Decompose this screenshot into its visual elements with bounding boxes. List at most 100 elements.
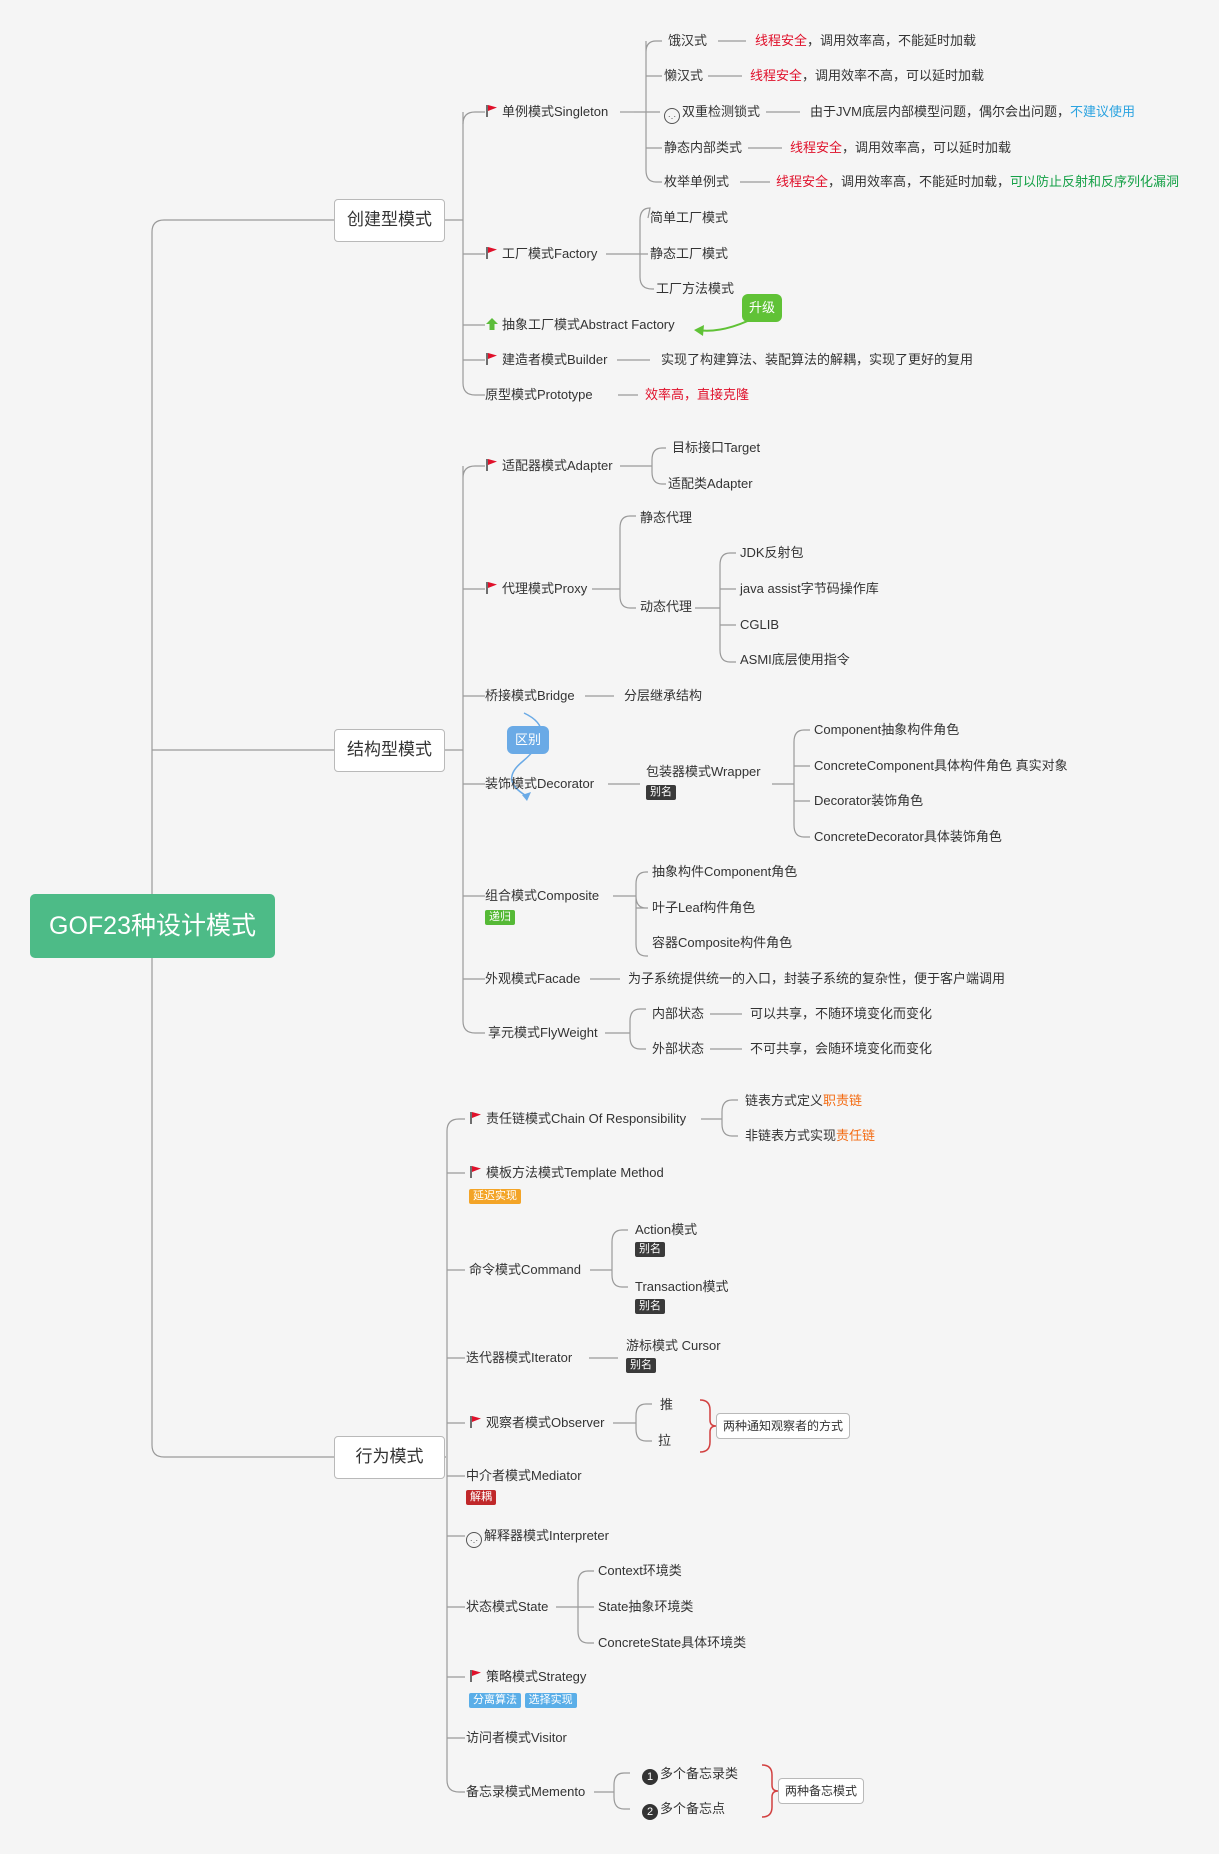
singleton-item-lazy[interactable]: 懒汉式: [664, 68, 704, 83]
state-node[interactable]: 状态模式State: [466, 1599, 549, 1614]
chain-node[interactable]: 责任链模式Chain Of Responsibility: [469, 1111, 686, 1127]
state-item-context[interactable]: Context环境类: [598, 1563, 682, 1578]
flyweight-extrinsic-desc: 不可共享，会随环境变化而变化: [750, 1041, 933, 1056]
composite-item-leaf[interactable]: 叶子Leaf构件角色: [652, 900, 756, 915]
singleton-item-dcl-desc: 由于JVM底层内部模型问题，偶尔会出问题，不建议使用: [810, 104, 1136, 119]
singleton-item-enum[interactable]: 枚举单例式: [664, 174, 730, 189]
alias-tag: 别名: [626, 1358, 656, 1373]
composite-item-container[interactable]: 容器Composite构件角色: [652, 935, 793, 950]
abstract-factory-node[interactable]: 抽象工厂模式Abstract Factory: [485, 317, 675, 333]
thinking-face-icon: ·.·: [466, 1532, 482, 1548]
command-item-transaction[interactable]: Transaction模式 别名: [635, 1279, 729, 1314]
memento-note[interactable]: 两种备忘模式: [778, 1778, 865, 1804]
separate-algorithm-tag: 分离算法: [469, 1693, 521, 1708]
decorator-item-concrete-component[interactable]: ConcreteComponent具体构件角色 真实对象: [814, 758, 1068, 773]
proxy-dynamic[interactable]: 动态代理: [640, 599, 693, 614]
singleton-item-dcl[interactable]: ·.·双重检测锁式: [664, 104, 760, 124]
creational-node[interactable]: 创建型模式: [334, 199, 445, 242]
decorator-item-component[interactable]: Component抽象构件角色: [814, 722, 960, 737]
command-item-action[interactable]: Action模式 别名: [635, 1222, 698, 1257]
proxy-dynamic-cglib[interactable]: CGLIB: [740, 617, 780, 632]
factory-node[interactable]: 工厂模式Factory: [485, 246, 597, 262]
deferred-tag: 延迟实现: [469, 1189, 521, 1204]
mediator-node[interactable]: 中介者模式Mediator 解耦: [466, 1468, 582, 1505]
alias-tag: 别名: [646, 785, 676, 800]
red-flag-icon: [486, 459, 497, 471]
flyweight-intrinsic[interactable]: 内部状态: [652, 1006, 705, 1021]
singleton-node[interactable]: 单例模式Singleton: [485, 104, 608, 120]
chain-item-linked[interactable]: 链表方式定义职责链: [745, 1093, 863, 1108]
structural-node[interactable]: 结构型模式: [334, 729, 445, 772]
state-item-state[interactable]: State抽象环境类: [598, 1599, 694, 1614]
state-item-concrete[interactable]: ConcreteState具体环境类: [598, 1635, 747, 1650]
iterator-item-cursor[interactable]: 游标模式 Cursor 别名: [626, 1338, 721, 1373]
singleton-item-static-inner-desc: 线程安全，调用效率高，可以延时加载: [790, 140, 1012, 155]
builder-desc: 实现了构建算法、装配算法的解耦，实现了更好的复用: [661, 352, 974, 367]
red-flag-icon: [486, 582, 497, 594]
red-flag-icon: [486, 247, 497, 259]
observer-note[interactable]: 两种通知观察者的方式: [716, 1413, 851, 1439]
proxy-dynamic-javassist[interactable]: java assist字节码操作库: [740, 581, 879, 596]
singleton-item-lazy-desc: 线程安全，调用效率不高，可以延时加载: [750, 68, 985, 83]
root-topic[interactable]: GOF23种设计模式: [30, 894, 275, 958]
flyweight-node[interactable]: 享元模式FlyWeight: [488, 1025, 598, 1040]
factory-item-static[interactable]: 静态工厂模式: [650, 246, 729, 261]
builder-node[interactable]: 建造者模式Builder: [485, 352, 607, 368]
alias-tag: 别名: [635, 1299, 665, 1314]
red-flag-icon: [470, 1416, 481, 1428]
adapter-item-adapter[interactable]: 适配类Adapter: [668, 476, 753, 491]
interpreter-node[interactable]: ·.·解释器模式Interpreter: [466, 1528, 609, 1548]
behavioral-node[interactable]: 行为模式: [334, 1436, 445, 1479]
memento-node[interactable]: 备忘录模式Memento: [466, 1784, 586, 1799]
red-flag-icon: [470, 1112, 481, 1124]
red-flag-icon: [470, 1670, 481, 1682]
proxy-static[interactable]: 静态代理: [640, 510, 693, 525]
decorator-node[interactable]: 装饰模式Decorator: [485, 776, 595, 791]
visitor-node[interactable]: 访问者模式Visitor: [466, 1730, 567, 1745]
difference-bubble[interactable]: 区别: [507, 726, 549, 754]
factory-item-method[interactable]: 工厂方法模式: [656, 281, 735, 296]
singleton-item-static-inner[interactable]: 静态内部类式: [664, 140, 743, 155]
proxy-node[interactable]: 代理模式Proxy: [485, 581, 587, 597]
prototype-desc: 效率高，直接克隆: [645, 387, 750, 402]
observer-node[interactable]: 观察者模式Observer: [469, 1415, 604, 1431]
select-implementation-tag: 选择实现: [524, 1693, 577, 1708]
factory-item-simple[interactable]: 简单工厂模式: [650, 210, 729, 225]
command-node[interactable]: 命令模式Command: [469, 1262, 581, 1277]
template-method-node[interactable]: 模板方法模式Template Method 延迟实现: [469, 1165, 664, 1204]
proxy-dynamic-asm[interactable]: ASMI底层使用指令: [740, 652, 850, 667]
adapter-node[interactable]: 适配器模式Adapter: [485, 458, 613, 474]
decorator-wrapper[interactable]: 包装器模式Wrapper 别名: [646, 764, 761, 800]
decorator-item-decorator[interactable]: Decorator装饰角色: [814, 793, 924, 808]
upgrade-bubble[interactable]: 升级: [742, 294, 782, 322]
singleton-item-enum-desc: 线程安全，调用效率高，不能延时加载，可以防止反射和反序列化漏洞: [776, 174, 1180, 189]
singleton-item-hungry-desc: 线程安全，调用效率高，不能延时加载: [755, 33, 977, 48]
composite-item-component[interactable]: 抽象构件Component角色: [652, 864, 798, 879]
observer-item-push[interactable]: 推: [660, 1397, 674, 1412]
proxy-dynamic-jdk[interactable]: JDK反射包: [740, 545, 804, 560]
bridge-node[interactable]: 桥接模式Bridge: [485, 688, 575, 703]
strategy-node[interactable]: 策略模式Strategy 分离算法 选择实现: [469, 1669, 586, 1708]
prototype-node[interactable]: 原型模式Prototype: [485, 387, 593, 402]
alias-tag: 别名: [635, 1242, 665, 1257]
red-flag-icon: [486, 353, 497, 365]
flyweight-extrinsic[interactable]: 外部状态: [652, 1041, 705, 1056]
iterator-node[interactable]: 迭代器模式Iterator: [466, 1350, 573, 1365]
adapter-item-target[interactable]: 目标接口Target: [672, 440, 761, 455]
facade-node[interactable]: 外观模式Facade: [485, 971, 581, 986]
bridge-desc: 分层继承结构: [624, 688, 703, 703]
singleton-item-hungry[interactable]: 饿汉式: [668, 33, 708, 48]
facade-desc: 为子系统提供统一的入口，封装子系统的复杂性，便于客户端调用: [628, 971, 1006, 986]
decouple-tag: 解耦: [466, 1490, 496, 1505]
chain-item-nonlinked[interactable]: 非链表方式实现责任链: [745, 1128, 876, 1143]
thinking-face-icon: ·.·: [664, 108, 680, 124]
number-2-icon: 2: [642, 1804, 658, 1820]
flyweight-intrinsic-desc: 可以共享，不随环境变化而变化: [750, 1006, 933, 1021]
recursion-tag: 递归: [485, 910, 515, 925]
observer-item-pull[interactable]: 拉: [658, 1433, 672, 1448]
decorator-item-concrete-decorator[interactable]: ConcreteDecorator具体装饰角色: [814, 829, 1002, 844]
composite-node[interactable]: 组合模式Composite 递归: [485, 888, 600, 925]
